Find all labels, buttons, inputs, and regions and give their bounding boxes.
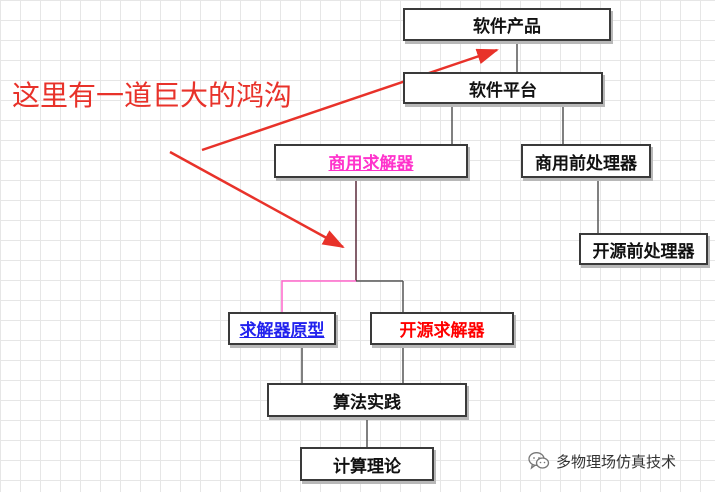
watermark: 多物理场仿真技术 [528,449,676,473]
node-software-product-label: 软件产品 [473,17,541,37]
node-solver-prototype-label: 求解器原型 [239,321,325,341]
node-computational-theory-label: 计算理论 [333,456,401,477]
node-open-source-solver-label: 开源求解器 [399,321,485,341]
node-algorithm-practice: 算法实践 [267,383,467,417]
arrow-to-software-product [201,48,499,152]
node-commercial-preprocessor-label: 商用前处理器 [535,153,637,174]
watermark-text: 多物理场仿真技术 [556,452,677,471]
node-solver-prototype: 求解器原型 [228,312,336,345]
node-software-platform-label: 软件平台 [469,80,537,101]
gap-callout-text: 这里有一道巨大的鸿沟 [12,79,293,112]
node-software-platform: 软件平台 [403,72,603,104]
wechat-icon [528,452,550,470]
node-commercial-solver-label: 商用求解器 [328,153,414,174]
node-open-source-preprocessor-label: 开源前处理器 [592,241,695,262]
node-open-source-solver: 开源求解器 [370,312,514,345]
node-software-product: 软件产品 [403,8,611,41]
node-computational-theory: 计算理论 [300,447,434,481]
connector-pink-branch [281,280,356,312]
node-commercial-solver: 商用求解器 [274,144,468,178]
node-commercial-preprocessor: 商用前处理器 [521,144,651,178]
arrow-to-solver-gap [169,150,345,249]
node-algorithm-practice-label: 算法实践 [333,392,401,413]
node-open-source-preprocessor: 开源前处理器 [579,233,708,265]
